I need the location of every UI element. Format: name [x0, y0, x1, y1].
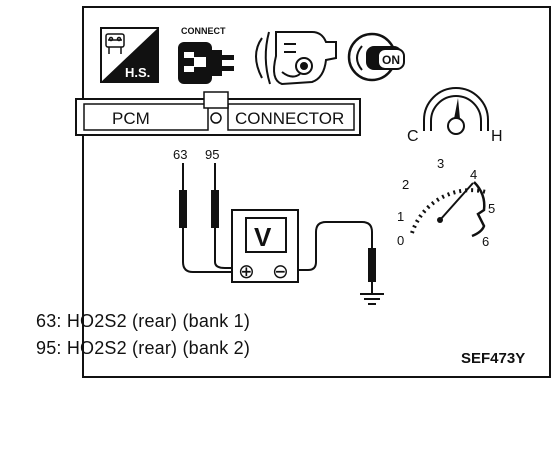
voltmeter-plus-terminal: ⊕ — [238, 261, 255, 283]
legend-line-bank2: 95: HO2S2 (rear) (bank 2) — [36, 338, 251, 358]
tach-tick-2: 2 — [402, 177, 409, 192]
connector-label: CONNECTOR — [235, 109, 344, 128]
tach-tick-5: 5 — [488, 201, 495, 216]
voltmeter-label: V — [254, 222, 272, 252]
figure-id: SEF473Y — [461, 350, 526, 367]
probe-pin-63: 63 — [173, 147, 187, 262]
tachometer-icon: 0 1 2 3 4 5 6 — [397, 156, 495, 249]
pcm-label: PCM — [112, 109, 150, 128]
engine-icon — [255, 31, 337, 86]
pin-95-label: 95 — [205, 147, 219, 162]
tach-tick-1: 1 — [397, 209, 404, 224]
tach-tick-0: 0 — [397, 233, 404, 248]
connect-label: CONNECT — [181, 26, 226, 36]
temp-cold-label: C — [407, 128, 419, 145]
connect-plug-icon: CONNECT — [178, 26, 234, 84]
ignition-key-icon: ON — [347, 32, 405, 82]
ground-probe — [368, 248, 376, 293]
probe-wires — [182, 221, 373, 273]
temperature-gauge-icon: C H — [407, 87, 503, 145]
probe-pin-95: 95 — [205, 147, 219, 262]
tach-tick-6: 6 — [482, 234, 489, 249]
pin-63-label: 63 — [173, 147, 187, 162]
voltmeter: V ⊕ ⊖ — [231, 209, 299, 283]
ground-symbol-icon — [360, 293, 384, 305]
temp-hot-label: H — [491, 128, 503, 145]
hood-hs-icon: H.S. — [100, 27, 159, 83]
tach-tick-4: 4 — [470, 167, 477, 182]
tach-tick-3: 3 — [437, 156, 444, 171]
pcm-connector: PCM CONNECTOR — [75, 91, 361, 136]
legend-line-bank1: 63: HO2S2 (rear) (bank 1) — [36, 311, 251, 331]
ignition-on-label: ON — [382, 53, 400, 67]
voltmeter-minus-terminal: ⊖ — [272, 261, 289, 283]
diagram-frame — [82, 6, 551, 378]
hs-label: H.S. — [125, 65, 150, 80]
